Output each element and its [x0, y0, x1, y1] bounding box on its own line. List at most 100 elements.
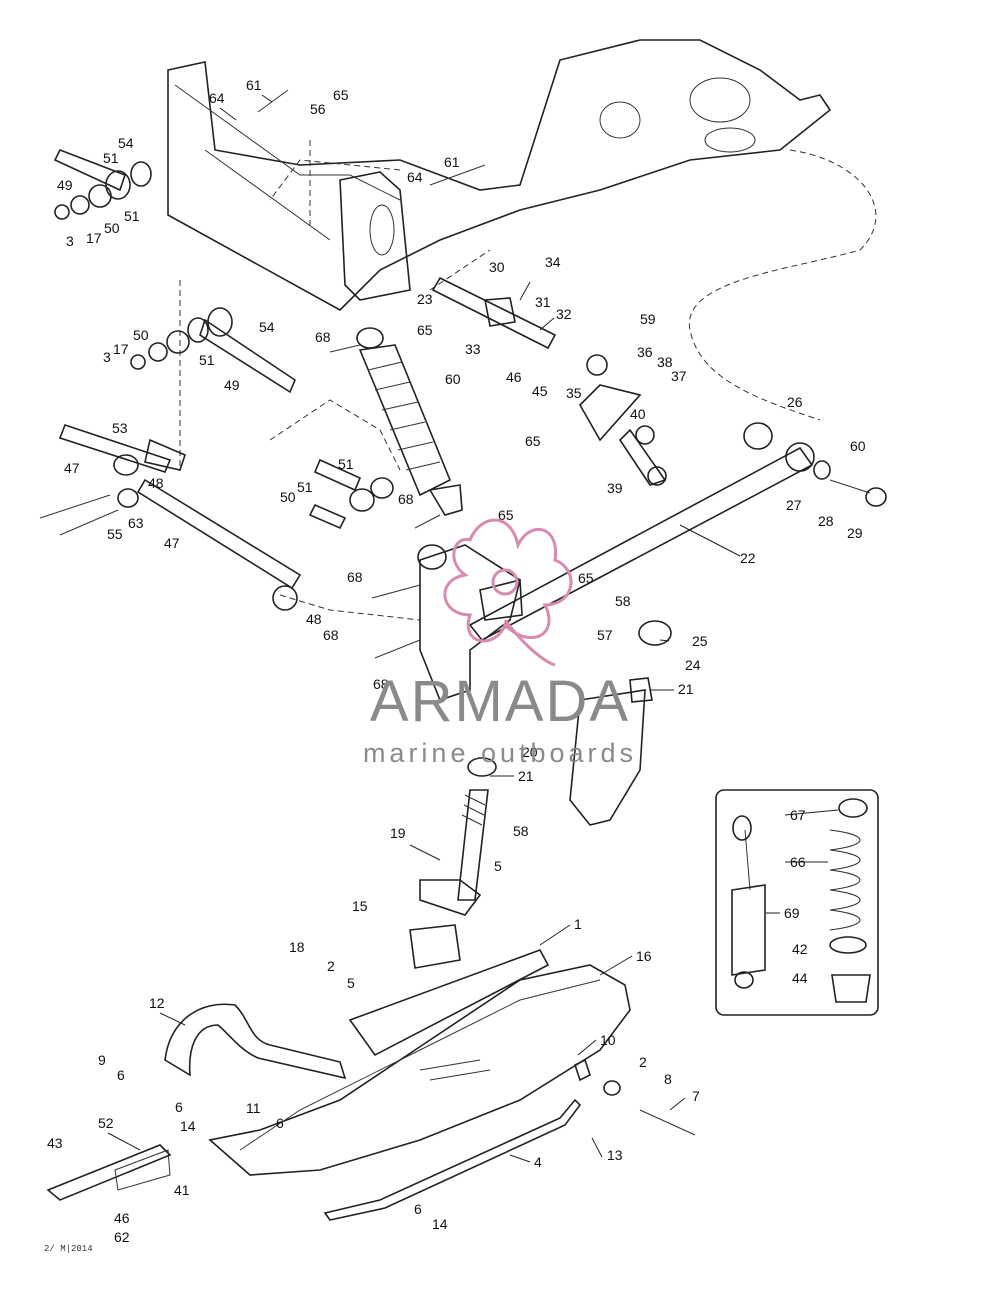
callout-19: 19: [390, 825, 406, 841]
callout-49: 49: [224, 377, 240, 393]
callout-58: 58: [513, 823, 529, 839]
callout-56: 56: [310, 101, 326, 117]
callout-26: 26: [787, 394, 803, 410]
callout-28: 28: [818, 513, 834, 529]
callout-51: 51: [338, 456, 354, 472]
callout-57: 57: [597, 627, 613, 643]
callout-5: 5: [347, 975, 355, 991]
callout-22: 22: [740, 550, 756, 566]
callout-60: 60: [445, 371, 461, 387]
callout-3: 3: [103, 349, 111, 365]
callout-58: 58: [615, 593, 631, 609]
callout-55: 55: [107, 526, 123, 542]
callout-16: 16: [636, 948, 652, 964]
callout-35: 35: [566, 385, 582, 401]
callout-46: 46: [114, 1210, 130, 1226]
callout-8: 8: [664, 1071, 672, 1087]
callout-51: 51: [199, 352, 215, 368]
callout-21: 21: [678, 681, 694, 697]
callout-29: 29: [847, 525, 863, 541]
callout-49: 49: [57, 177, 73, 193]
callout-43: 43: [47, 1135, 63, 1151]
callout-61: 61: [246, 77, 262, 93]
callout-10: 10: [600, 1032, 616, 1048]
callout-21: 21: [518, 768, 534, 784]
callout-65: 65: [525, 433, 541, 449]
callout-68: 68: [323, 627, 339, 643]
callout-33: 33: [465, 341, 481, 357]
callout-39: 39: [607, 480, 623, 496]
callout-59: 59: [640, 311, 656, 327]
callout-18: 18: [289, 939, 305, 955]
callout-labels: 61 64 56 65 54 51 49 51 3 17 50 61 64 30…: [47, 77, 866, 1245]
callout-51: 51: [124, 208, 140, 224]
callout-3: 3: [66, 233, 74, 249]
callout-36: 36: [637, 344, 653, 360]
callout-53: 53: [112, 420, 128, 436]
callout-51: 51: [103, 150, 119, 166]
callout-60: 60: [850, 438, 866, 454]
callout-13: 13: [607, 1147, 623, 1163]
callout-41: 41: [174, 1182, 190, 1198]
callout-47: 47: [164, 535, 180, 551]
callout-40: 40: [630, 406, 646, 422]
callout-32: 32: [556, 306, 572, 322]
callout-65: 65: [333, 87, 349, 103]
callout-48: 48: [306, 611, 322, 627]
callout-14: 14: [432, 1216, 448, 1232]
callout-52: 52: [98, 1115, 114, 1131]
callout-6: 6: [414, 1201, 422, 1217]
callout-47: 47: [64, 460, 80, 476]
callout-20: 20: [522, 744, 538, 760]
callout-51: 51: [297, 479, 313, 495]
drawing-code: 2/ M|2014: [44, 1244, 93, 1254]
callout-65: 65: [417, 322, 433, 338]
callout-23: 23: [417, 291, 433, 307]
callout-62: 62: [114, 1229, 130, 1245]
callout-67: 67: [790, 807, 806, 823]
callout-27: 27: [786, 497, 802, 513]
callout-34: 34: [545, 254, 561, 270]
callout-65: 65: [498, 507, 514, 523]
callout-9: 9: [98, 1052, 106, 1068]
callout-46: 46: [506, 369, 522, 385]
callout-65: 65: [578, 570, 594, 586]
callout-31: 31: [535, 294, 551, 310]
callout-50: 50: [280, 489, 296, 505]
callout-15: 15: [352, 898, 368, 914]
leader-lines: [107, 94, 839, 1163]
callout-50: 50: [133, 327, 149, 343]
callout-68: 68: [347, 569, 363, 585]
callout-11: 11: [246, 1100, 261, 1116]
callout-68: 68: [398, 491, 414, 507]
callout-14: 14: [180, 1118, 196, 1134]
callout-54: 54: [118, 135, 134, 151]
callout-68: 68: [373, 676, 389, 692]
callout-5: 5: [494, 858, 502, 874]
callout-4: 4: [534, 1154, 542, 1170]
callout-6: 6: [175, 1099, 183, 1115]
callout-25: 25: [692, 633, 708, 649]
callout-50: 50: [104, 220, 120, 236]
callout-64: 64: [407, 169, 423, 185]
callout-69: 69: [784, 905, 800, 921]
callout-42: 42: [792, 941, 808, 957]
callout-17: 17: [86, 230, 102, 246]
callout-30: 30: [489, 259, 505, 275]
callout-54: 54: [259, 319, 275, 335]
callout-17: 17: [113, 341, 129, 357]
callout-38: 38: [657, 354, 673, 370]
callout-68: 68: [315, 329, 331, 345]
callout-24: 24: [685, 657, 701, 673]
callout-6: 6: [276, 1115, 284, 1131]
callout-37: 37: [671, 368, 687, 384]
callout-2: 2: [327, 958, 335, 974]
callout-12: 12: [149, 995, 165, 1011]
callout-63: 63: [128, 515, 144, 531]
callout-6: 6: [117, 1067, 125, 1083]
callout-2: 2: [639, 1054, 647, 1070]
callout-48: 48: [148, 475, 164, 491]
callout-45: 45: [532, 383, 548, 399]
callout-1: 1: [574, 916, 582, 932]
